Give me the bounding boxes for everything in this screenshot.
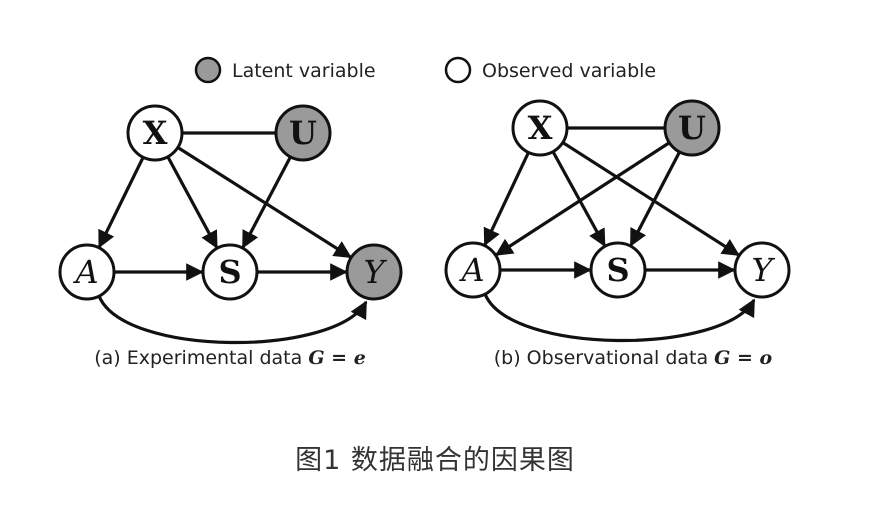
panel-a-node-U-label: U <box>289 114 317 152</box>
panel-b-edge-X-S <box>552 151 606 248</box>
panel-b-edges <box>483 126 756 343</box>
panel-a-experimental: X U A S Y (a) Experimental data G = e <box>58 104 403 369</box>
panel-a-node-Y: Y <box>345 243 403 301</box>
panel-a-edge-A-Y <box>97 295 368 345</box>
panel-a-node-X: X <box>126 104 184 162</box>
panel-a-node-X-circle <box>126 104 184 162</box>
panel-b-node-U-label: U <box>678 109 706 147</box>
panel-b-node-X-label: X <box>528 109 553 147</box>
panel-a-caption-prefix: (a) Experimental data <box>94 347 308 369</box>
legend-latent-label: Latent variable <box>232 60 376 82</box>
panel-b-node-Y-label: Y <box>751 251 775 289</box>
panel-b-node-S-circle <box>589 241 647 299</box>
panel-b-edge-U-A <box>495 141 670 257</box>
panel-a-edge-X-Y <box>177 146 352 259</box>
panel-b-edge-X-A <box>483 152 530 247</box>
panel-b-node-S-label: S <box>606 251 629 289</box>
panel-b-node-Y: Y <box>733 241 791 299</box>
panel-b-node-S: S <box>589 241 647 299</box>
panel-a-edge-U-S <box>241 157 292 249</box>
panel-b-node-A: A <box>444 241 502 299</box>
panel-a-edge-X-A <box>97 157 145 249</box>
panel-b-node-Y-circle <box>733 241 791 299</box>
latent-swatch-icon <box>194 56 222 84</box>
legend-observed: Observed variable <box>444 56 656 84</box>
panel-a-caption: (a) Experimental data G = e <box>94 347 366 369</box>
panel-b-node-U: U <box>663 99 721 157</box>
panel-a-node-S: S <box>201 243 259 301</box>
legend-observed-label: Observed variable <box>482 60 656 82</box>
panel-b-caption: (b) Observational data G = o <box>494 347 773 369</box>
panel-a-node-U-circle <box>274 104 332 162</box>
panel-a-node-A-label: A <box>72 253 98 291</box>
panel-a-edge-X-S <box>166 156 219 249</box>
panel-b-edge-U-S <box>629 152 681 247</box>
legend: Latent variable Observed variable <box>194 56 656 84</box>
panel-a-node-S-circle <box>201 243 259 301</box>
panel-a-node-X-label: X <box>143 114 168 152</box>
panel-b-edge-X-Y <box>562 141 740 257</box>
figure-caption: 图1 数据融合的因果图 <box>295 445 575 476</box>
panel-b-node-A-circle <box>444 241 502 299</box>
panel-a-node-U: U <box>274 104 332 162</box>
panel-a-node-Y-circle <box>345 243 403 301</box>
panel-b-node-X-circle <box>511 99 569 157</box>
panel-b-edge-A-Y <box>483 293 756 343</box>
panel-b-node-U-circle <box>663 99 721 157</box>
panel-b-observational: X U A S Y (b) Observational data G = o <box>444 99 791 369</box>
panel-a-node-A: A <box>58 243 116 301</box>
panel-b-node-A-label: A <box>458 251 484 289</box>
panel-b-nodes: X U A S Y <box>444 99 791 299</box>
panel-b-caption-math: G = o <box>714 347 772 369</box>
legend-latent: Latent variable <box>194 56 376 84</box>
panel-b-node-X: X <box>511 99 569 157</box>
panel-a-node-S-label: S <box>218 253 241 291</box>
panel-a-nodes: X U A S Y <box>58 104 403 301</box>
panel-a-node-Y-label: Y <box>363 253 387 291</box>
panel-a-edges <box>97 131 368 345</box>
panel-a-caption-math: G = e <box>308 347 365 369</box>
observed-swatch-icon <box>444 56 472 84</box>
panel-b-caption-prefix: (b) Observational data <box>494 347 714 369</box>
panel-a-node-A-circle <box>58 243 116 301</box>
